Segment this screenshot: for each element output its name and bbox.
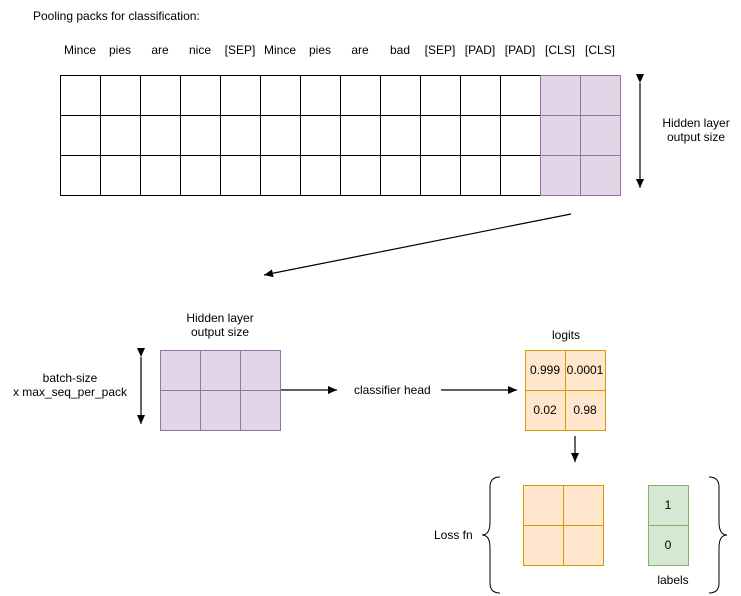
labels-grid	[648, 485, 689, 566]
label-value-0: 1	[664, 498, 672, 512]
token-label: [SEP]	[224, 43, 256, 57]
pooled-output-grid	[160, 350, 281, 431]
hidden-state-cell	[540, 155, 581, 196]
hidden-state-cell	[420, 75, 461, 116]
classifier-head-label: classifier head	[354, 383, 431, 397]
logits-label: logits	[551, 328, 580, 342]
hidden-state-cell	[100, 155, 141, 196]
hidden-state-cell	[460, 75, 501, 116]
labels-caption: labels	[657, 573, 689, 587]
token-label: pies	[308, 43, 331, 57]
hidden-state-cell	[300, 155, 341, 196]
label-cell	[648, 525, 689, 566]
token-label: [CLS]	[544, 43, 575, 57]
hidden-state-cell	[180, 75, 221, 116]
hidden-state-cell	[540, 115, 581, 156]
token-label: Mince	[63, 43, 96, 57]
hidden-state-cell	[580, 75, 621, 116]
loss-fn-label: Loss fn	[434, 528, 473, 542]
hidden-state-cell	[300, 115, 341, 156]
label-cell	[648, 485, 689, 526]
hidden-state-cell	[460, 155, 501, 196]
token-label: pies	[108, 43, 131, 57]
hidden-state-cell	[380, 115, 421, 156]
hidden-state-cell	[60, 115, 101, 156]
hidden-state-cell	[100, 75, 141, 116]
hidden-size-label: Hidden layer output size	[662, 116, 730, 144]
hidden-state-cell	[540, 75, 581, 116]
token-label: are	[351, 43, 369, 57]
logit-cell	[525, 390, 566, 431]
hidden-state-cell	[580, 155, 621, 196]
hidden-state-cell	[180, 155, 221, 196]
token-label: Mince	[263, 43, 296, 57]
batch-size-label: batch-size x max_seq_per_pack	[12, 371, 128, 399]
diagram-title: Pooling packs for classification:	[33, 9, 200, 23]
token-label: bad	[389, 43, 411, 57]
logits-grid	[525, 350, 606, 431]
token-label: nice	[188, 43, 211, 57]
logit-cell	[565, 350, 606, 391]
logit-value-2: 0.02	[533, 403, 557, 417]
hidden-state-cell	[420, 155, 461, 196]
sequence-output-grid	[60, 75, 621, 196]
token-label: [CLS]	[584, 43, 615, 57]
loss-right-brace	[708, 476, 728, 594]
pooled-cell	[160, 350, 201, 391]
logit-value-1: 0.0001	[566, 363, 604, 377]
pooled-hidden-size-label: Hidden layer output size	[186, 311, 254, 339]
hidden-state-cell	[500, 75, 541, 116]
token-label: [PAD]	[504, 43, 536, 57]
pooled-cell	[240, 350, 281, 391]
hidden-state-cell	[340, 75, 381, 116]
token-label: [SEP]	[424, 43, 456, 57]
pooled-cell	[200, 390, 241, 431]
token-label: are	[151, 43, 169, 57]
pooled-cell	[240, 390, 281, 431]
logit-value-0: 0.999	[529, 363, 561, 377]
hidden-state-cell	[260, 155, 301, 196]
token-label: [PAD]	[464, 43, 496, 57]
loss-input-cell	[563, 485, 604, 526]
loss-input-cell	[563, 525, 604, 566]
hidden-state-cell	[220, 155, 261, 196]
pool-arrow	[263, 213, 572, 278]
hidden-state-cell	[60, 155, 101, 196]
logit-cell	[525, 350, 566, 391]
pooled-cell	[160, 390, 201, 431]
logit-cell	[565, 390, 606, 431]
logit-value-3: 0.98	[573, 403, 597, 417]
label-value-1: 0	[664, 538, 672, 552]
hidden-state-cell	[300, 75, 341, 116]
loss-left-brace	[481, 476, 501, 594]
loss-input-grid	[523, 485, 604, 566]
